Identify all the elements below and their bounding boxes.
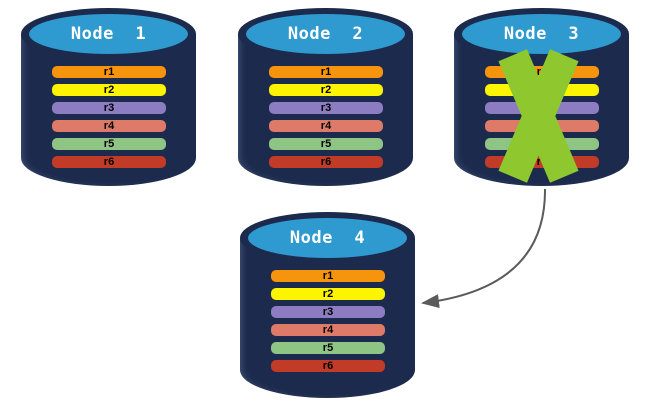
cylinder-top-face: [248, 218, 407, 258]
partition-bar-r1: r1: [52, 66, 166, 78]
partition-stack: r1 r2 r3 r4 r5 r6: [269, 66, 383, 174]
partition-bar-r3: r3: [52, 102, 166, 114]
partition-label: r5: [322, 342, 334, 354]
partition-label: r3: [322, 306, 334, 318]
partition-stack: r1 r2 r3 r4 r5 r6: [271, 270, 385, 378]
partition-label: r6: [103, 156, 115, 168]
node-2: Node 2 r1 r2 r3 r4 r5 r6: [238, 8, 413, 186]
node-1: Node 1 r1 r2 r3 r4 r5 r6: [21, 8, 196, 186]
partition-bar-r4: r4: [271, 324, 385, 336]
partition-bar-r3: r3: [271, 306, 385, 318]
failure-x-icon: [454, 8, 629, 186]
partition-label: r2: [320, 84, 332, 96]
node-4: Node 4 r1 r2 r3 r4 r5 r6: [240, 212, 415, 398]
partition-bar-r5: r5: [269, 138, 383, 150]
partition-bar-r2: r2: [52, 84, 166, 96]
node-title: Node 4: [289, 228, 366, 248]
node-title: Node 2: [287, 24, 364, 44]
partition-label: r3: [103, 102, 115, 114]
partition-bar-r6: r6: [271, 360, 385, 372]
partition-bar-r5: r5: [271, 342, 385, 354]
partition-label: r2: [103, 84, 115, 96]
partition-label: r1: [322, 270, 334, 282]
cylinder-top-face: [29, 14, 188, 54]
partition-bar-r1: r1: [269, 66, 383, 78]
partition-label: r5: [103, 138, 115, 150]
partition-bar-r3: r3: [269, 102, 383, 114]
cylinder-top-face: [462, 14, 621, 54]
partition-bar-r6: r6: [269, 156, 383, 168]
partition-bar-r1: r1: [271, 270, 385, 282]
partition-bar-r4: r4: [269, 120, 383, 132]
partition-label: r6: [322, 360, 334, 372]
partition-label: r5: [320, 138, 332, 150]
partition-label: r1: [320, 66, 332, 78]
cylinder-top-face: [246, 14, 405, 54]
partition-label: r4: [320, 120, 332, 132]
partition-bar-r2: r2: [271, 288, 385, 300]
partition-label: r2: [322, 288, 334, 300]
partition-bar-r2: r2: [269, 84, 383, 96]
node-3: Node 3 r1 r2 r3 r4 r5 r6: [454, 8, 629, 186]
partition-label: r4: [322, 324, 334, 336]
partition-label: r4: [103, 120, 115, 132]
node-title: Node 1: [70, 24, 147, 44]
node-title: Node 3: [503, 24, 580, 44]
partition-bar-r6: r6: [52, 156, 166, 168]
partition-label: r6: [320, 156, 332, 168]
partition-bar-r5: r5: [52, 138, 166, 150]
partition-label: r3: [320, 102, 332, 114]
partition-label: r1: [103, 66, 115, 78]
partition-stack: r1 r2 r3 r4 r5 r6: [52, 66, 166, 174]
partition-bar-r4: r4: [52, 120, 166, 132]
